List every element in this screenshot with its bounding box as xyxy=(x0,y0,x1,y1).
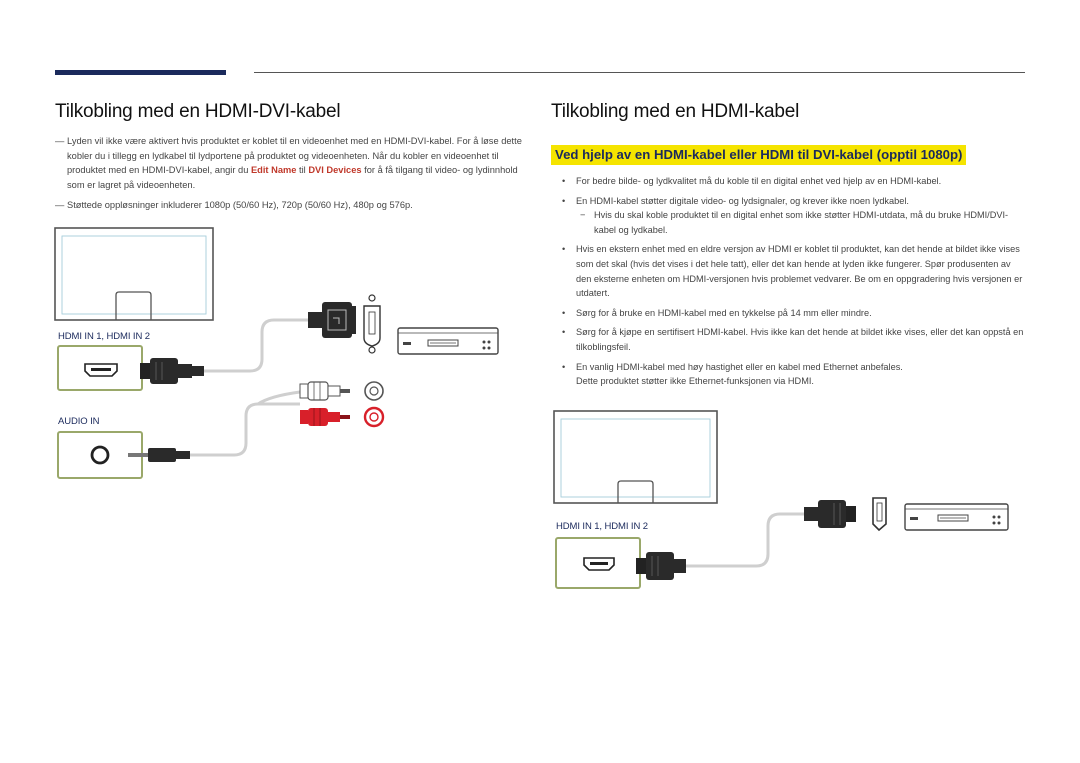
note-dash: ― xyxy=(55,200,65,210)
audio-jack-plug-icon xyxy=(128,448,190,462)
section-title-hdmi-dvi: Tilkobling med en HDMI-DVI-kabel xyxy=(55,101,341,122)
hdmi-plug-icon xyxy=(140,358,204,384)
list-item-text: Hvis en ekstern enhet med en eldre versj… xyxy=(576,244,1023,299)
header-accent-bar xyxy=(55,70,226,75)
bullet-dot: • xyxy=(562,307,566,318)
dvi-devices-term: DVI Devices xyxy=(308,165,362,176)
list-item-text: Sørg for å bruke en HDMI-kabel med en ty… xyxy=(576,307,872,318)
note-text-mid: til xyxy=(296,165,309,176)
note-dash: ― xyxy=(55,136,65,146)
media-player-icon xyxy=(904,503,1009,531)
list-item: • En vanlig HDMI-kabel med høy hastighet… xyxy=(562,360,1027,389)
hdmi-plug-icon xyxy=(636,552,686,580)
audio-port-label: AUDIO IN xyxy=(58,416,100,427)
list-item-text: For bedre bilde- og lydkvalitet må du ko… xyxy=(576,176,942,186)
bullet-dot: • xyxy=(562,244,566,255)
rca-red-plug-icon xyxy=(300,408,350,426)
audio-cable xyxy=(190,402,300,457)
sub-bullet-dash: − xyxy=(580,210,586,221)
bullet-list: • For bedre bilde- og lydkvalitet må du … xyxy=(562,174,1027,394)
monitor-icon xyxy=(553,410,718,504)
list-item-text: En vanlig HDMI-kabel med høy hastighet e… xyxy=(576,361,903,372)
list-item: • En HDMI-kabel støtter digitale video- … xyxy=(562,194,1027,238)
note-resolutions: ― Støttede oppløsninger inkluderer 1080p… xyxy=(55,198,525,213)
sub-list-item-text: Hvis du skal koble produktet til en digi… xyxy=(594,210,1009,235)
rca-white-port-icon xyxy=(364,381,384,401)
bullet-dot: • xyxy=(562,327,566,338)
media-player-icon xyxy=(397,327,499,355)
list-item: • Hvis en ekstern enhet med en eldre ver… xyxy=(562,242,1027,300)
note-text: Lyden vil ikke være aktivert hvis produk… xyxy=(67,136,522,176)
list-item: • For bedre bilde- og lydkvalitet må du … xyxy=(562,174,1027,189)
note-text: Støttede oppløsninger inkluderer 1080p (… xyxy=(67,200,413,210)
rca-red-port-icon xyxy=(363,406,385,428)
hdmi-port-label-right: HDMI IN 1, HDMI IN 2 xyxy=(556,521,648,532)
hdmi-plug-device-icon xyxy=(804,500,856,528)
dvi-plug-icon xyxy=(308,302,356,338)
hdmi-device-port-icon xyxy=(872,497,887,532)
hdmi-dvi-cable xyxy=(204,318,310,373)
note-audio: ― Lyden vil ikke være aktivert hvis prod… xyxy=(55,134,525,192)
bullet-dot: • xyxy=(562,176,566,186)
list-item: • Sørg for å kjøpe en sertifisert HDMI-k… xyxy=(562,325,1027,354)
list-item: • Sørg for å bruke en HDMI-kabel med en … xyxy=(562,306,1027,321)
section-title-hdmi: Tilkobling med en HDMI-kabel xyxy=(551,101,800,122)
monitor-icon xyxy=(54,227,214,321)
header-rule xyxy=(254,72,1025,73)
hdmi-cable xyxy=(686,512,806,568)
list-item-text: En HDMI-kabel støtter digitale video- og… xyxy=(576,195,909,206)
edit-name-term: Edit Name xyxy=(250,165,297,176)
note-text-end: for å få tilgang til video- og lydinnhol… xyxy=(67,165,518,190)
hdmi-port-label: HDMI IN 1, HDMI IN 2 xyxy=(58,331,150,342)
dvi-port-icon xyxy=(363,294,381,354)
sub-list-item: − Hvis du skal koble produktet til en di… xyxy=(576,208,1027,237)
hdmi-port-icon xyxy=(555,537,641,589)
section-subtitle: Ved hjelp av en HDMI-kabel eller HDMI ti… xyxy=(551,145,967,165)
bullet-dot: • xyxy=(562,195,566,206)
rca-white-plug-icon xyxy=(299,381,350,401)
bullet-dot: • xyxy=(562,361,566,372)
list-item-extra-text: Dette produktet støtter ikke Ethernet-fu… xyxy=(576,376,814,387)
list-item-text: Sørg for å kjøpe en sertifisert HDMI-kab… xyxy=(576,327,1024,352)
